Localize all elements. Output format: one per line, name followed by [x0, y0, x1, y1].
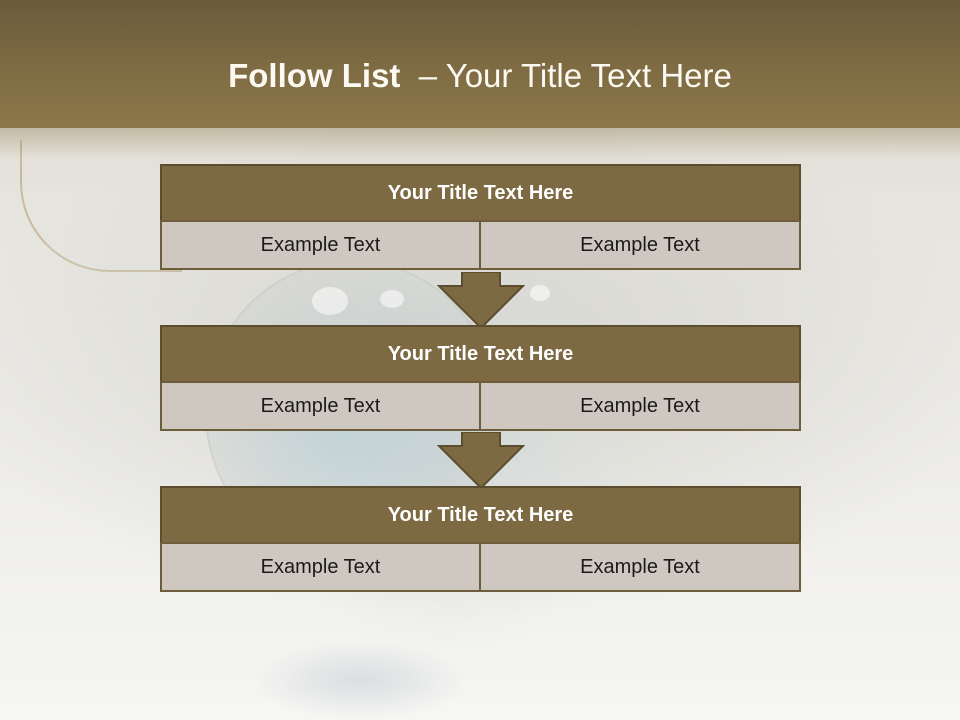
step-cell-left: Example Text	[160, 542, 481, 592]
step-1: Your Title Text Here Example Text Exampl…	[160, 164, 801, 272]
step-cell-right: Example Text	[479, 542, 801, 592]
ornament-highlight	[380, 290, 404, 308]
title-bar-fade	[0, 128, 960, 158]
slide-title-rest: – Your Title Text Here	[418, 57, 732, 94]
slide-title-bold: Follow List	[228, 57, 401, 94]
step-cell-right: Example Text	[479, 220, 801, 270]
step-title: Your Title Text Here	[160, 486, 801, 544]
ornament-reflection	[250, 640, 470, 720]
step-cell-left: Example Text	[160, 220, 481, 270]
down-arrow-icon	[437, 432, 525, 490]
step-title: Your Title Text Here	[160, 325, 801, 383]
step-title: Your Title Text Here	[160, 164, 801, 222]
step-2: Your Title Text Here Example Text Exampl…	[160, 325, 801, 433]
down-arrow-icon	[437, 272, 525, 330]
ornament-highlight	[312, 287, 348, 315]
step-3: Your Title Text Here Example Text Exampl…	[160, 486, 801, 594]
ornament-cord	[20, 140, 182, 272]
ornament-highlight	[530, 285, 550, 301]
step-cell-right: Example Text	[479, 381, 801, 431]
slide-title: Follow List – Your Title Text Here	[0, 54, 960, 98]
step-cell-left: Example Text	[160, 381, 481, 431]
title-bar	[0, 0, 960, 128]
